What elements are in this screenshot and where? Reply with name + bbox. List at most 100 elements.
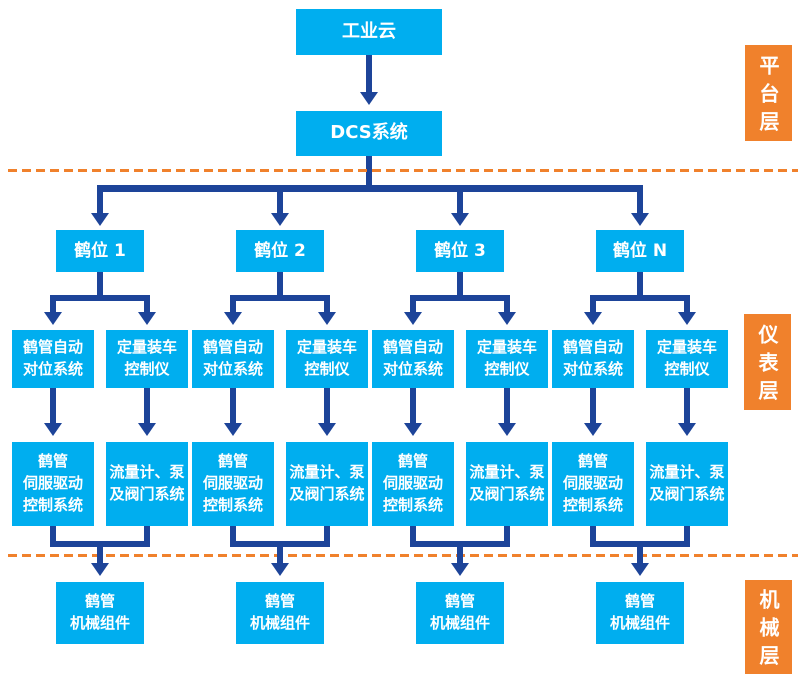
connector-line [324, 295, 330, 314]
connector-line [410, 295, 416, 314]
arrow-down-head [271, 213, 289, 226]
connector-bar [410, 295, 510, 301]
connector-line [230, 526, 236, 547]
connector-bar [230, 295, 330, 301]
connector-line [324, 526, 330, 547]
dcs-system-node: DCS系统 [296, 111, 442, 156]
arrow-down-head [224, 312, 242, 325]
connector-line [366, 156, 372, 188]
connector-line [410, 526, 416, 547]
arrow-down-head [318, 423, 336, 436]
arrow-down-head [138, 423, 156, 436]
connector-line [230, 388, 236, 425]
loading-controller-node: 定量装车 控制仪 [466, 330, 548, 388]
connector-bar [50, 295, 150, 301]
flow-valve-node: 流量计、泵 及阀门系统 [106, 442, 188, 526]
connector-line [684, 295, 690, 314]
aligner-system-node: 鹤管自动 对位系统 [552, 330, 634, 388]
separator-platform-instrument [8, 169, 798, 172]
connector-line [366, 55, 372, 93]
layer-label-text: 平台层 [756, 55, 780, 139]
connector-line [504, 295, 510, 314]
connector-line [590, 295, 596, 314]
connector-line [590, 388, 596, 425]
station-node: 鹤位 2 [236, 230, 324, 272]
connector-line [637, 272, 643, 298]
arrow-down-head [631, 563, 649, 576]
arrow-down-head [404, 423, 422, 436]
aligner-system-node: 鹤管自动 对位系统 [372, 330, 454, 388]
connector-line [684, 526, 690, 547]
arrow-down-head [44, 423, 62, 436]
connector-line [97, 192, 103, 215]
flow-valve-node: 流量计、泵 及阀门系统 [286, 442, 368, 526]
connector-line [144, 295, 150, 314]
connector-line [50, 388, 56, 425]
connector-line [50, 295, 56, 314]
servo-drive-node: 鹤管 伺服驱动 控制系统 [192, 442, 274, 526]
layer-label-platform: 平台层 [745, 45, 792, 141]
arrow-down-head [404, 312, 422, 325]
servo-drive-node: 鹤管 伺服驱动 控制系统 [372, 442, 454, 526]
connector-line [457, 272, 463, 298]
connector-line [590, 526, 596, 547]
connector-line [504, 526, 510, 547]
arrow-down-head [498, 312, 516, 325]
connector-line [324, 388, 330, 425]
loading-controller-node: 定量装车 控制仪 [646, 330, 728, 388]
layer-label-instrument: 仪表层 [744, 314, 791, 410]
arrow-down-head [91, 213, 109, 226]
connector-line [684, 388, 690, 425]
aligner-system-node: 鹤管自动 对位系统 [192, 330, 274, 388]
mechanical-components-node: 鹤管 机械组件 [56, 582, 144, 644]
flow-valve-node: 流量计、泵 及阀门系统 [646, 442, 728, 526]
arrow-down-head [451, 563, 469, 576]
flow-valve-node: 流量计、泵 及阀门系统 [466, 442, 548, 526]
arrow-down-head [584, 312, 602, 325]
connector-line [504, 388, 510, 425]
connector-line [277, 272, 283, 298]
layer-label-text: 仪表层 [755, 324, 779, 408]
arrow-down-head [224, 423, 242, 436]
arrow-down-head [360, 92, 378, 105]
arrow-down-head [678, 423, 696, 436]
servo-drive-node: 鹤管 伺服驱动 控制系统 [12, 442, 94, 526]
connector-line [144, 388, 150, 425]
loading-controller-node: 定量装车 控制仪 [286, 330, 368, 388]
layer-label-text: 机械层 [756, 589, 780, 673]
aligner-system-node: 鹤管自动 对位系统 [12, 330, 94, 388]
mechanical-components-node: 鹤管 机械组件 [236, 582, 324, 644]
layer-label-mechanical: 机械层 [745, 580, 792, 674]
arrow-down-head [631, 213, 649, 226]
connector-line [97, 541, 103, 565]
loading-controller-node: 定量装车 控制仪 [106, 330, 188, 388]
arrow-down-head [451, 213, 469, 226]
connector-line [457, 192, 463, 215]
arrow-down-head [318, 312, 336, 325]
servo-drive-node: 鹤管 伺服驱动 控制系统 [552, 442, 634, 526]
connector-bar [97, 185, 643, 192]
arrow-down-head [271, 563, 289, 576]
connector-line [637, 541, 643, 565]
connector-line [144, 526, 150, 547]
connector-line [277, 541, 283, 565]
mechanical-components-node: 鹤管 机械组件 [596, 582, 684, 644]
connector-line [410, 388, 416, 425]
connector-bar [590, 295, 690, 301]
arrow-down-head [498, 423, 516, 436]
connector-line [230, 295, 236, 314]
arrow-down-head [584, 423, 602, 436]
industrial-cloud-node: 工业云 [296, 9, 442, 55]
connector-line [277, 192, 283, 215]
connector-line [637, 192, 643, 215]
mechanical-components-node: 鹤管 机械组件 [416, 582, 504, 644]
arrow-down-head [44, 312, 62, 325]
arrow-down-head [138, 312, 156, 325]
separator-instrument-mechanical [8, 554, 798, 557]
arrow-down-head [91, 563, 109, 576]
connector-line [97, 272, 103, 298]
connector-line [457, 541, 463, 565]
station-node: 鹤位 1 [56, 230, 144, 272]
station-node: 鹤位 N [596, 230, 684, 272]
